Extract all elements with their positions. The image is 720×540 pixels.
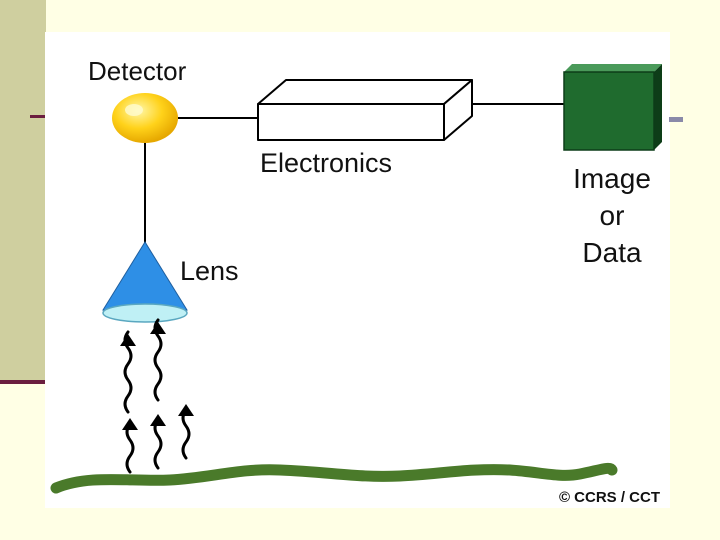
display-icon xyxy=(564,64,662,150)
detector-label: Detector xyxy=(88,56,187,86)
electronics-label: Electronics xyxy=(260,148,392,178)
image-label-line2: or xyxy=(600,200,625,231)
radiation-arrowheads-icon xyxy=(120,322,194,430)
electronics-box-icon xyxy=(258,80,472,140)
detector-icon xyxy=(112,93,178,143)
radiation-arrows-icon xyxy=(125,320,189,472)
image-label-line3: Data xyxy=(582,237,642,268)
ground-icon xyxy=(56,468,612,488)
image-label-line1: Image xyxy=(573,163,651,194)
copyright-credit: © CCRS / CCT xyxy=(559,489,660,506)
lens-label: Lens xyxy=(180,256,239,286)
lens-icon xyxy=(103,242,187,322)
